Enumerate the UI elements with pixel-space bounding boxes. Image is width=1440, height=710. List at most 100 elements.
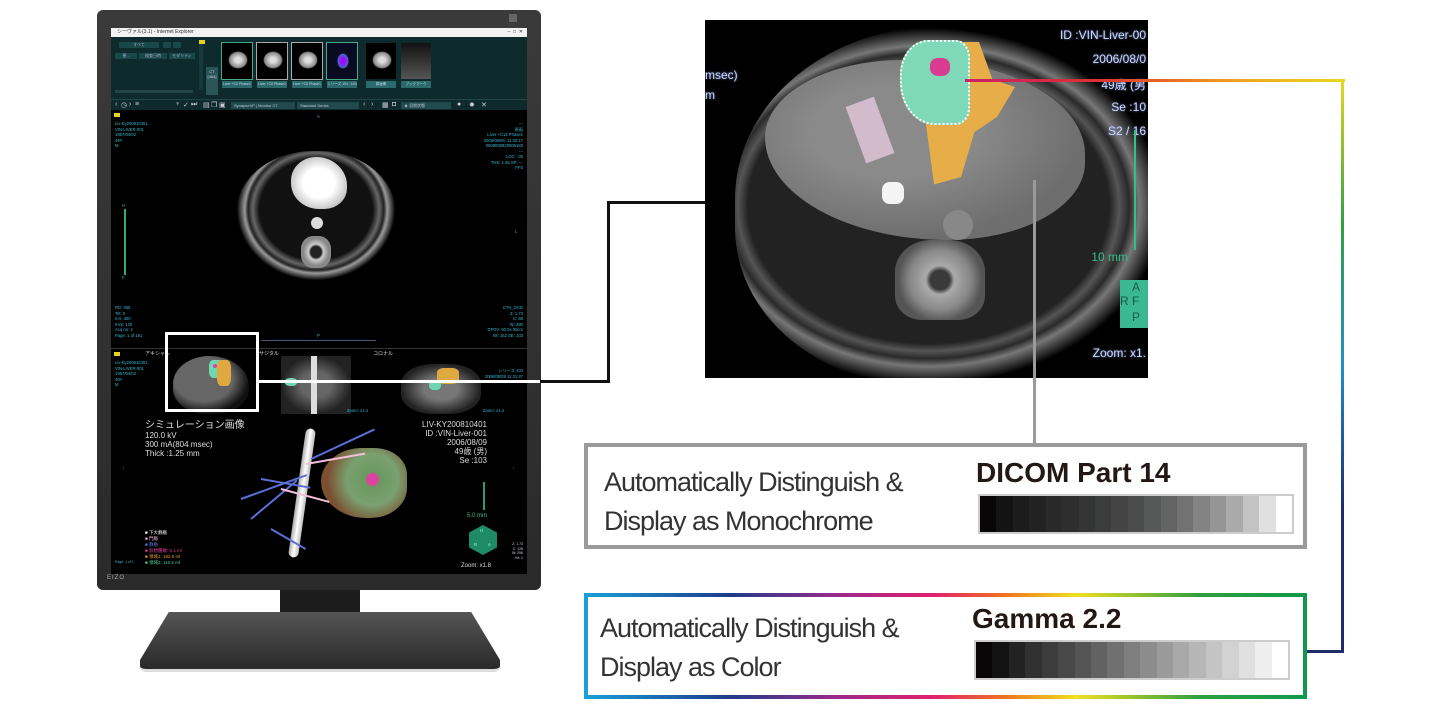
main-axial-viewport[interactable]: A Liv-Ky200810401, VIN-LIVER-001 1957/04… — [111, 111, 527, 349]
heart — [291, 157, 347, 209]
ramp-step — [976, 642, 993, 678]
series-select[interactable]: Standard Series — [297, 102, 359, 109]
study-line: FFS — [515, 165, 523, 170]
study-line: --- — [518, 121, 523, 126]
thumbnail-label: 原画像 — [366, 81, 396, 88]
series-thumbnail[interactable]: シリーズ 104 : 104 — [326, 42, 358, 88]
render-kv: 120.0 kV — [145, 431, 177, 440]
close-icon[interactable]: ✕ — [481, 102, 487, 109]
zoom-date: 2006/08/0 — [1092, 52, 1146, 66]
ramp-step — [1029, 496, 1046, 532]
legend-item[interactable]: ■ 仮想腫瘍: 0.1 ml — [145, 548, 182, 553]
menu-icon[interactable]: ≡ — [135, 101, 140, 108]
legend-item[interactable]: ■ 下大静脈 — [145, 530, 167, 535]
legend-item[interactable]: ■ 門脈 — [145, 536, 158, 541]
ramp-step — [1111, 496, 1128, 532]
copy-icon[interactable]: ❐ — [211, 102, 218, 109]
display-info: CTH_OCD Z: 1.73 C: 80 W: 280 DFOV: 60.0x… — [488, 305, 523, 338]
preset-select[interactable]: ★ 初期状態 — [401, 102, 451, 109]
window-title: シーヴァル(3.1) - Internet Explorer — [117, 29, 194, 35]
window-titlebar: シーヴァル(3.1) - Internet Explorer – □ ✕ — [111, 28, 527, 37]
layout-select[interactable]: SynapseVP | Monitor CT — [231, 102, 295, 109]
patient-age: 49Y — [115, 137, 123, 143]
legend-label: 門脈 — [148, 536, 158, 541]
study-line: Liver +C13 Phase1 — [487, 132, 523, 137]
window-controls[interactable]: – □ ✕ — [507, 29, 523, 35]
series-thumbnail[interactable]: Liver +C0 Phase1 — [256, 42, 288, 88]
skip-icon[interactable]: ⏭ — [191, 101, 198, 108]
legend-label: 領域2: 110.5 ml — [148, 560, 180, 565]
filter-button[interactable] — [163, 42, 171, 48]
ramp-step — [992, 642, 1009, 678]
cube-left: R — [474, 542, 478, 547]
grid-icon[interactable]: ▦ — [382, 102, 389, 109]
ramp-step — [1156, 642, 1174, 678]
zoom-scale-bar — [1134, 130, 1136, 250]
ramp-step — [1222, 642, 1239, 678]
ramp-step — [1242, 496, 1260, 532]
scale-top-label: H — [122, 203, 126, 208]
ramp-step — [1160, 496, 1178, 532]
sagittal-mpr-viewport[interactable] — [281, 356, 351, 414]
column-header-patient[interactable]: 患... — [115, 53, 137, 59]
render-patient-id: LIV-KY200810401 — [422, 420, 487, 429]
gear-icon[interactable]: ✹ — [469, 102, 475, 109]
column-header-date[interactable]: 検査日時 — [139, 53, 167, 59]
thumbnail-label: Liver +C0 Phase1 — [257, 81, 287, 88]
next-icon[interactable]: › — [371, 101, 374, 108]
study-line: LOC: -35 — [506, 154, 523, 159]
mic-icon[interactable]: ♆ — [175, 101, 181, 108]
sagittal-zoom: Zoom: x1.4 — [347, 408, 368, 413]
param-line: C: 128 — [512, 546, 523, 551]
history-icon[interactable]: ◷ — [121, 102, 128, 109]
monitor-sensor — [509, 14, 517, 22]
patient-dob: 1957/04/02 — [115, 371, 136, 376]
ramp-step — [1177, 496, 1194, 532]
legend-item[interactable]: ■ 領域1: 182.0 ml — [145, 554, 181, 559]
monochrome-line1: Automatically Distinguish & — [604, 467, 904, 497]
zoom-factor: Zoom: x1. — [1092, 346, 1146, 360]
series-thumbnail[interactable]: Liver +C0 Phase1 — [291, 42, 323, 88]
axial-mpr-viewport[interactable] — [167, 352, 255, 418]
check-icon[interactable]: ✓ — [183, 102, 189, 109]
filter-button-2[interactable] — [173, 42, 181, 48]
prev-icon[interactable]: ‹ — [363, 101, 366, 108]
render-scale-label: 5.0 mm — [467, 513, 488, 519]
back-icon[interactable]: ‹ — [115, 101, 118, 108]
series-thumbnail[interactable]: 原画像 — [365, 42, 397, 88]
orientation-cube-icon[interactable]: H R A — [469, 525, 497, 555]
legend-item[interactable]: ■ 静脈 — [145, 542, 158, 547]
region2-overlay — [900, 40, 970, 125]
color-line1: Automatically Distinguish & — [600, 613, 900, 643]
render-ma: 300 mA(804 msec) — [145, 440, 213, 449]
ramp-step — [1193, 496, 1210, 532]
forward-icon[interactable]: › — [129, 101, 132, 108]
ramp-step — [1025, 642, 1042, 678]
series-thumbnail[interactable]: Liver +C0 Phase1 — [221, 42, 253, 88]
comment-icon[interactable]: ● — [457, 101, 462, 108]
camera-icon[interactable]: ◘ — [392, 101, 397, 108]
monitor-brand-logo: EIZO — [107, 575, 126, 581]
3d-render-viewport[interactable]: シミュレーション画像 120.0 kV 300 mA(804 msec) Thi… — [111, 418, 527, 574]
legend-item[interactable]: ■ 領域2: 110.5 ml — [145, 560, 180, 565]
save-icon[interactable]: ▣ — [219, 102, 226, 109]
next-page-icon[interactable]: › — [513, 466, 515, 471]
study-badge[interactable]: CT [464] — [206, 67, 218, 95]
structure-legend: ■ 下大静脈 ■ 門脈 ■ 静脈 ■ 仮想腫瘍: 0.1 ml ■ 領域1: 1… — [145, 530, 182, 566]
orient-bottom: P — [1132, 310, 1141, 324]
legend-label: 下大静脈 — [148, 530, 167, 535]
thumbnail-label: Liver +C0 Phase1 — [222, 81, 252, 88]
column-header-modality[interactable]: モダリティ — [169, 53, 195, 59]
prev-page-icon[interactable]: ‹ — [123, 466, 125, 471]
bookmark-thumbnail[interactable]: ブックマーク — [400, 42, 432, 88]
monitor-stand-base — [140, 612, 500, 672]
horizontal-ruler — [261, 340, 376, 341]
report-icon[interactable]: ▤ — [203, 102, 210, 109]
ramp-step — [1127, 496, 1145, 532]
region1 — [217, 360, 231, 386]
filter-select[interactable]: すべて — [119, 42, 159, 48]
connector-rainbow-v — [1341, 79, 1344, 653]
region2 — [429, 380, 441, 390]
coronal-mpr-viewport[interactable] — [401, 364, 481, 414]
horizontal-scrollbar[interactable] — [115, 90, 193, 93]
